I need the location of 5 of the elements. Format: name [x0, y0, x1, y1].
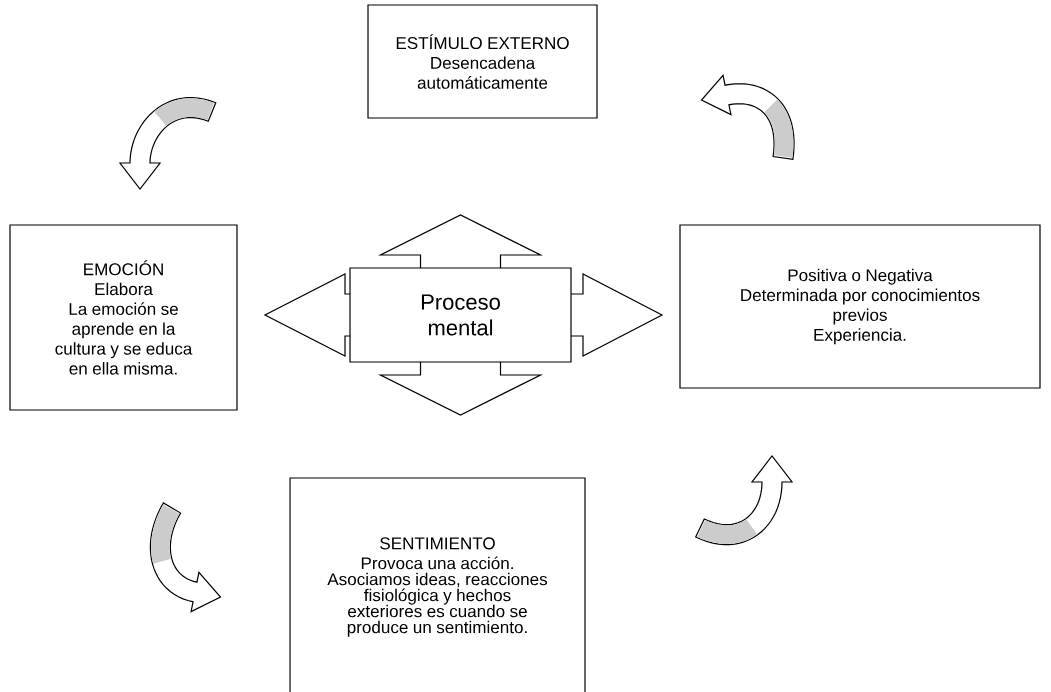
quad-arrow-box: Proceso mental [263, 214, 664, 416]
text-box: SENTIMIENTO Provoca una acción. Asociamos ideas, reacciones fisiológica y hechos exteriores es cuando se produce un sentimiento. [289, 477, 586, 692]
text-box: ESTÍMULO EXTERNO Desencadena automáticamente [367, 4, 598, 119]
text-box: EMOCIÓN Elabora La emoción se aprende en la cultura y se educa en ella misma. [9, 224, 238, 411]
text-box: Positiva o Negativa Determinada por conocimientos previos Experiencia. [679, 224, 1041, 389]
